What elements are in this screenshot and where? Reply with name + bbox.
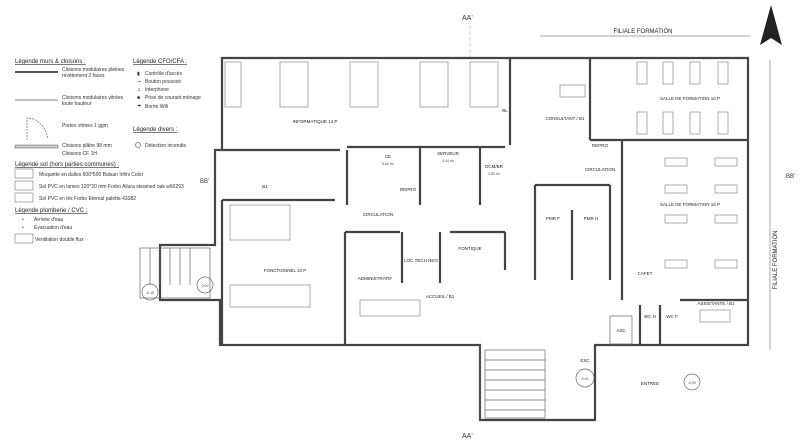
room-entree: ENTREE <box>641 381 659 386</box>
legend-item: Sol PVC en lés Forbo Eternal palette 433… <box>39 196 136 202</box>
room-accueil: ACCUEIL / B1 <box>426 294 455 299</box>
push-button-icon: ⊸ <box>137 79 141 85</box>
pvc-lames-swatch <box>14 180 34 191</box>
north-arrow-icon <box>760 5 782 45</box>
room-loc-tech: LOC TECH NEO <box>404 258 438 263</box>
legend-item: Sol PVC en lames 120*20 mm Forbo Allura … <box>39 184 184 190</box>
room-serveur: SERVEUR <box>437 151 459 156</box>
room-wc-h: WC H <box>644 314 656 319</box>
room-bl: BL <box>502 108 508 113</box>
plaster-wall-icon <box>14 144 59 149</box>
wifi-icon: ☂ <box>137 104 142 110</box>
section-aa-top: AA' <box>462 15 473 22</box>
room-dcm-area: 2,80 m² <box>488 172 501 176</box>
walls <box>158 56 750 422</box>
level-marker: 0.00 <box>582 377 589 381</box>
section-bb-left: BB' <box>200 179 209 185</box>
water-drain-icon: • <box>22 225 24 231</box>
door-swing-icon <box>26 117 49 140</box>
legend-item: Détection incendie <box>145 143 186 149</box>
legend: Légende murs & cloisons : Légende CFO/CF… <box>14 59 201 244</box>
furniture <box>224 61 738 323</box>
legend-item: Cloisons plâtre 98 mm <box>62 143 112 149</box>
water-inlet-icon: • <box>22 217 24 223</box>
room-repro-2: REPRO <box>592 143 609 148</box>
legend-plumb-title: Légende plomberie / CVC : <box>15 208 88 214</box>
room-formation-1: SALLE DE FORMATION 16 P <box>660 96 720 101</box>
legend-item: Moquette en dalles 500*500 Balsan Infini… <box>39 172 144 178</box>
access-control-icon: ▮ <box>137 71 140 77</box>
room-repro-1: REPRO <box>400 187 417 192</box>
room-serveur-area: 4,44 m² <box>442 159 455 163</box>
room-cafet: CAFET <box>638 271 653 276</box>
room-informatique: INFORMATIQUE 14 P <box>293 119 338 124</box>
legend-item: Ventilation double flux <box>35 237 84 243</box>
power-outlet-icon: ■ <box>137 95 140 101</box>
room-administratif: ADMINISTRATIF <box>358 276 392 281</box>
level-marker: 0.00 <box>202 284 209 288</box>
room-circulation-1: CIRCULATION <box>363 212 393 217</box>
room-labels: INFORMATIQUE 14 P BL CONSULTANT / B1 SAL… <box>262 96 735 386</box>
legend-item: Cloisons CF 1H <box>62 151 98 157</box>
legend-floor-title: Légende sol (hors parties communes) : <box>15 162 119 168</box>
level-marker: -0.15 <box>146 291 154 295</box>
room-dcm: DCM/BR <box>485 164 503 169</box>
legend-item: Contrôle d'accès <box>145 71 183 77</box>
room-esc: ESC <box>580 358 590 363</box>
legend-item: Arrivée d'eau <box>34 217 64 223</box>
room-asc: ASC <box>616 328 626 333</box>
legend-item: Évacuation d'eau <box>34 224 72 231</box>
pvc-les-swatch <box>14 192 34 203</box>
room-fontique: FONTIQUE <box>458 246 481 251</box>
room-ce: CE <box>385 154 391 159</box>
carpet-swatch <box>14 168 34 179</box>
legend-cfo-title: Légende CFO/CFA : <box>133 59 187 65</box>
filiale-formation-label: FILIALE FORMATION <box>614 29 673 35</box>
room-wc-f: WC F <box>666 314 678 319</box>
legend-item: Cloisons modulaires vitrées toute hauteu… <box>62 95 124 107</box>
legend-item: Interphone <box>145 87 169 93</box>
room-assistante: ASSISTANTE / B1 <box>698 301 735 306</box>
room-ce-area: 5,64 m² <box>382 162 395 166</box>
legend-item: Borne Wifi <box>145 104 168 110</box>
ventilation-swatch <box>14 233 34 244</box>
staircase-left <box>139 247 211 299</box>
level-markers: 0.00 -0.15 0.00 -0.00 <box>141 276 701 391</box>
room-consultant: CONSULTANT / B1 <box>545 116 585 121</box>
section-aa-bottom: AA' <box>462 433 473 440</box>
section-bb-right: BB' <box>786 174 795 180</box>
room-b1: B1 <box>262 184 268 189</box>
room-formation-2: SALLE DE FORMATION 16 P <box>660 202 720 207</box>
staircase-entrance <box>484 349 546 419</box>
legend-item: Portes vitrées 1 ggm <box>62 123 108 129</box>
legend-walls-title: Légende murs & cloisons : <box>15 59 86 65</box>
fire-detector-icon <box>135 142 141 148</box>
filiale-formation-side-label: FILIALE FORMATION <box>773 231 779 290</box>
room-circulation-2: CIRCULATION <box>585 167 615 172</box>
intercom-icon: ♫ <box>137 87 141 93</box>
legend-misc-title: Légende divers : <box>133 127 178 133</box>
room-pmr-h: PMR H <box>584 216 599 221</box>
legend-item: Bouton poussoir <box>145 79 181 85</box>
legend-item: Cloisons modulaires pleines revêtement 2… <box>62 67 125 79</box>
legend-item: Prise de courant ménage <box>145 95 201 101</box>
room-fonctionnel: FONCTIONNEL 10 P <box>264 268 307 273</box>
level-marker: -0.00 <box>688 381 696 385</box>
room-pmr-f: PMR F <box>546 216 560 221</box>
